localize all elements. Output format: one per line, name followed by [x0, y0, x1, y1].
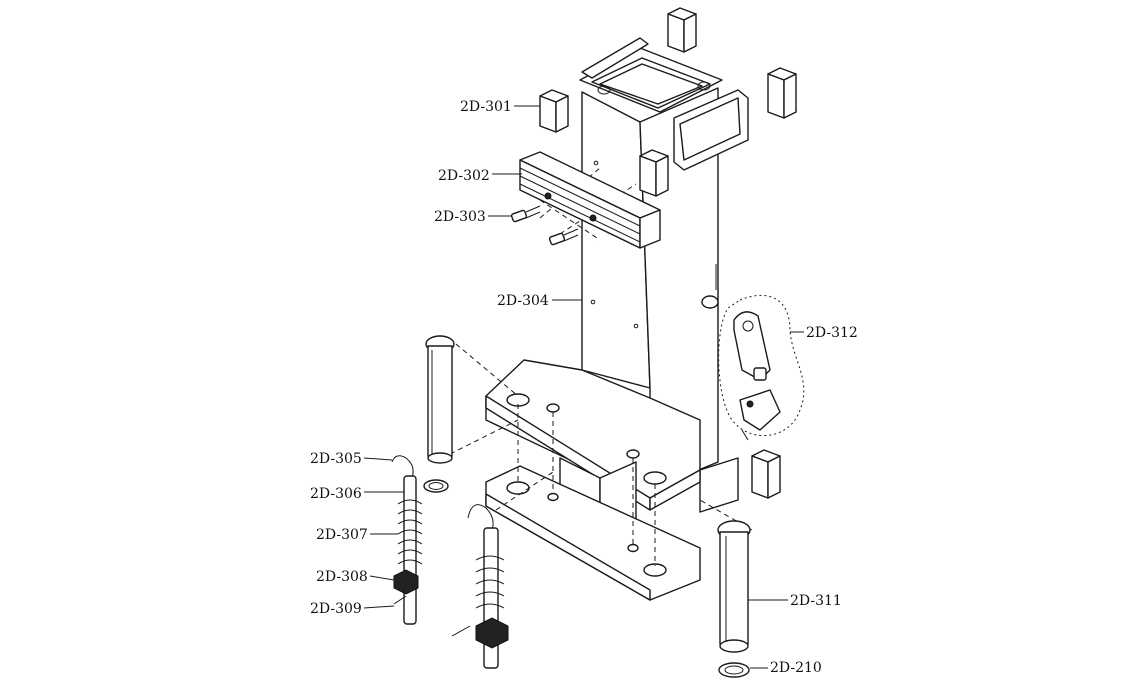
part-303-screws: [510, 205, 579, 246]
pad-3: [767, 67, 797, 119]
label-2d-308: 2D-308: [316, 569, 368, 585]
label-2d-309: 2D-309: [310, 601, 362, 617]
part-labels: 2D-301 2D-302 2D-303 2D-304 2D-305 2D-30…: [310, 99, 858, 676]
ring-left: [423, 479, 449, 493]
label-2d-210: 2D-210: [770, 660, 822, 676]
label-2d-302: 2D-302: [438, 168, 490, 184]
label-2d-306: 2D-306: [310, 486, 362, 502]
label-2d-312: 2D-312: [806, 325, 858, 341]
pad-4: [639, 149, 669, 197]
label-2d-301: 2D-301: [460, 99, 512, 115]
part-312-latch: [718, 295, 805, 441]
leader-lines: [363, 105, 804, 669]
spring-pin-left: [391, 455, 423, 625]
part-311-pin-right: [717, 520, 751, 653]
label-2d-303: 2D-303: [434, 209, 486, 225]
label-2d-307: 2D-307: [316, 527, 368, 543]
lower-plate: [485, 457, 701, 601]
part-301-pads: [539, 7, 797, 499]
label-2d-304: 2D-304: [497, 293, 549, 309]
label-2d-311: 2D-311: [790, 593, 842, 609]
part-302-clamp: [519, 151, 661, 249]
part-210-ring: [718, 662, 750, 678]
pad-2: [667, 7, 697, 53]
label-2d-305: 2D-305: [310, 451, 362, 467]
spring-pin-middle: [451, 504, 509, 669]
pad-1: [539, 89, 569, 133]
column-top-frame: [579, 37, 749, 171]
part-305-pin-left: [425, 335, 455, 464]
pad-5: [751, 449, 781, 499]
